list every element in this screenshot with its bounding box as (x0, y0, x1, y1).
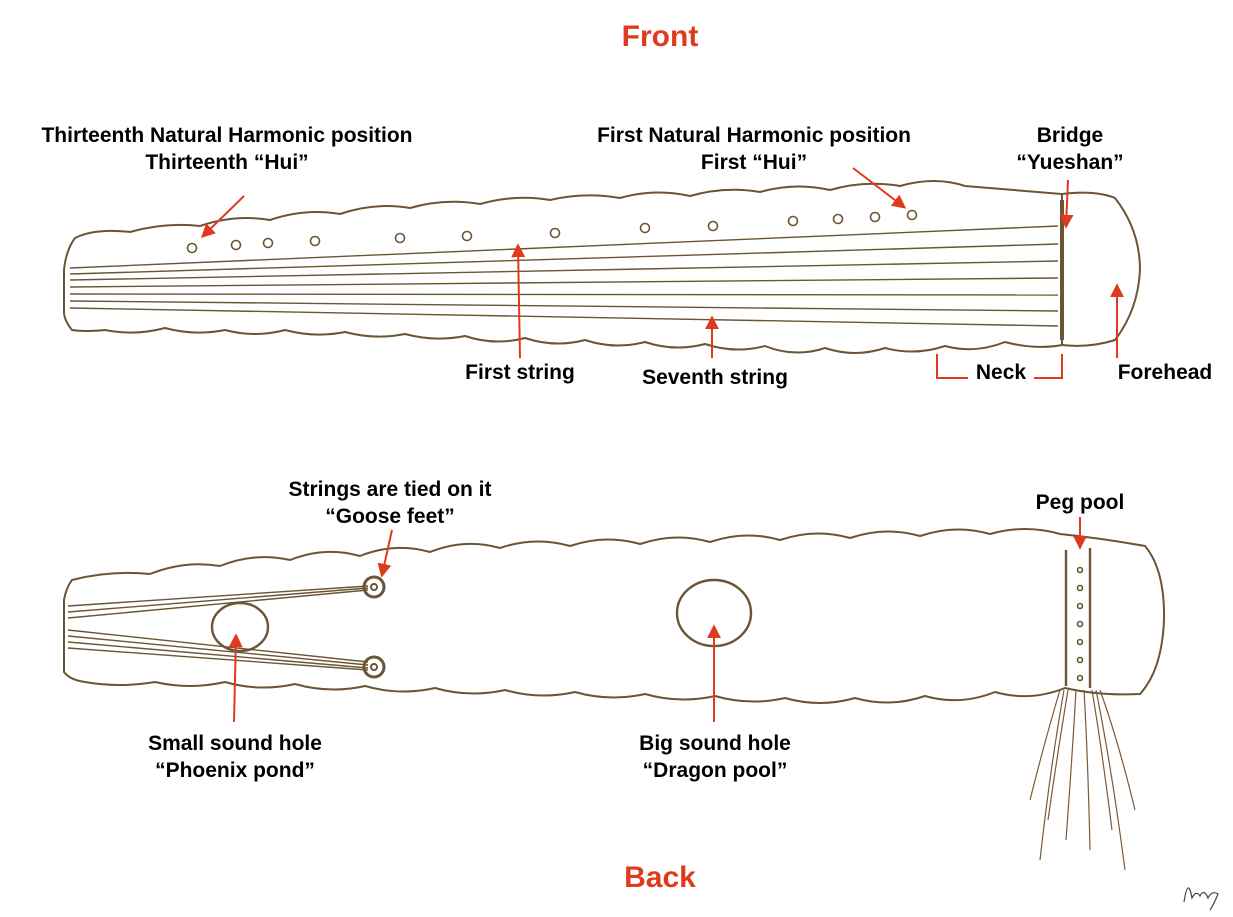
small-hole-label-line2: “Phoenix pond” (110, 758, 360, 783)
seventh-string-label: Seventh string (620, 365, 810, 390)
small-hole-label-line1: Small sound hole (110, 731, 360, 756)
hui-markers (188, 211, 917, 253)
big-hole-label-line1: Big sound hole (600, 731, 830, 756)
bridge-label-line2: “Yueshan” (1010, 150, 1130, 175)
front-forehead (1062, 193, 1140, 346)
first-string-label: First string (440, 360, 600, 385)
goose-feet (364, 577, 384, 677)
front-title: Front (560, 20, 760, 54)
front-strings (70, 226, 1058, 326)
front-body-outline (64, 181, 1062, 353)
first-hui-label-line1: First Natural Harmonic position (565, 123, 943, 148)
forehead-label: Forehead (1105, 360, 1225, 385)
artist-signature (1180, 868, 1225, 913)
front-view-drawing (64, 181, 1140, 353)
neck-bracket-right (1034, 354, 1062, 378)
neck-label: Neck (966, 360, 1036, 385)
thirteenth-hui-label-line2: Thirteenth “Hui” (8, 150, 446, 175)
back-view-drawing (64, 529, 1164, 870)
neck-bracket-left (937, 354, 968, 378)
back-title: Back (560, 861, 760, 895)
goose-feet-label-line2: “Goose feet” (255, 504, 525, 529)
small-sound-hole (212, 603, 268, 651)
thirteenth-hui-label-line1: Thirteenth Natural Harmonic position (8, 123, 446, 148)
bridge-label-line1: Bridge (1010, 123, 1130, 148)
back-body-outline (64, 529, 1164, 703)
tassels (1030, 690, 1135, 870)
peg-pool-pegs (1078, 568, 1083, 681)
peg-pool-label: Peg pool (1020, 490, 1140, 515)
big-hole-label-line2: “Dragon pool” (600, 758, 830, 783)
back-strings (68, 586, 368, 670)
goose-feet-label-line1: Strings are tied on it (255, 477, 525, 502)
first-hui-label-line2: First “Hui” (565, 150, 943, 175)
back-arrows (234, 517, 1080, 722)
